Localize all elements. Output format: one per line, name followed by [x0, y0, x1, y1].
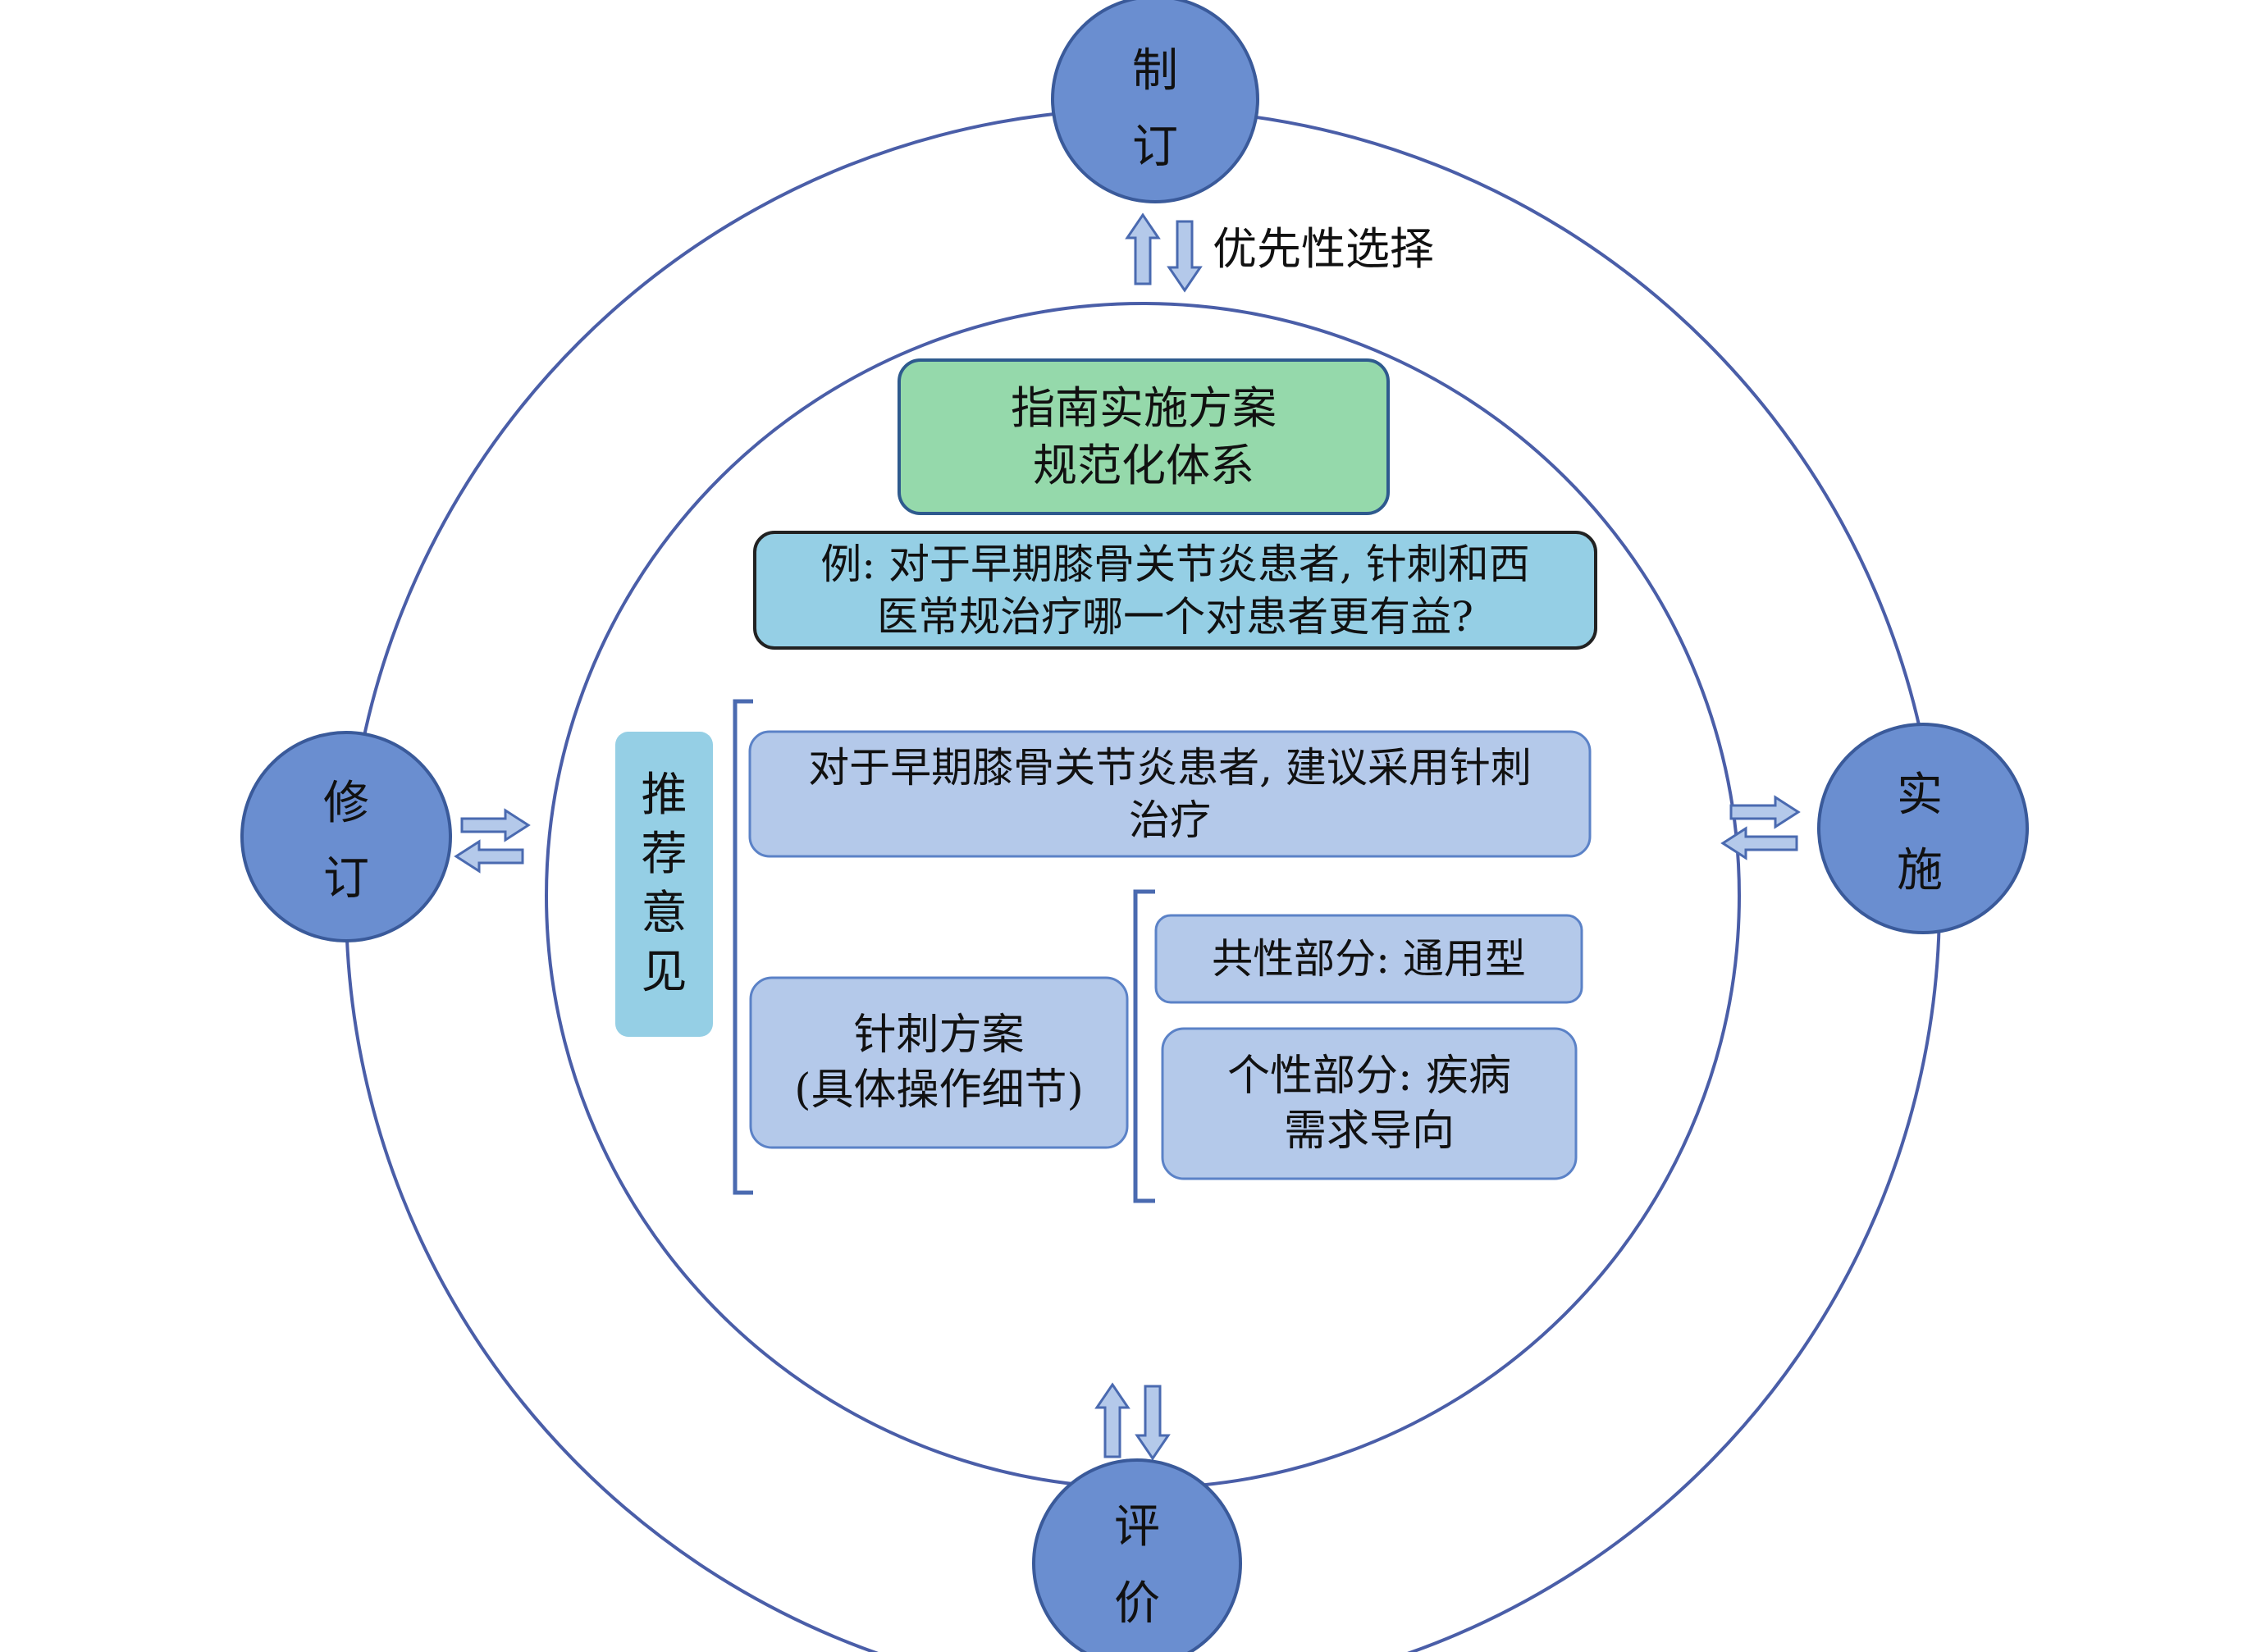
recommendation-label-char-2: 荐 [641, 828, 687, 881]
plan-text: 针刺方案 (具体操作细节) [751, 978, 1127, 1148]
priority-label: 优先性选择 [1213, 223, 1434, 275]
inner-bracket [1133, 889, 1155, 1203]
top-arrow-up [1125, 212, 1161, 285]
recommendation-text-line-1: 对于早期膝骨关节炎患者, 建议采用针刺 [808, 744, 1532, 792]
left-arrow-left [454, 839, 524, 874]
recommendation-label-char-3: 意 [641, 887, 687, 940]
plan-text-line-2: (具体操作细节) [794, 1065, 1084, 1115]
example-text-line-2: 医常规治疗哪一个对患者更有益? [877, 592, 1473, 641]
right-arrows [1720, 795, 1801, 860]
node-top [1051, 0, 1259, 203]
recommendation-box [748, 730, 1592, 858]
common-box [1154, 914, 1583, 1004]
common-text: 共性部分: 通用型 [1212, 935, 1526, 983]
node-top-char-2: 订 [1132, 121, 1178, 174]
left-arrow-right [460, 808, 531, 842]
outer-ring [345, 107, 1941, 1652]
right-arrow-right [1729, 795, 1801, 829]
bottom-arrow-up [1094, 1382, 1130, 1458]
example-text: 例: 对于早期膝骨关节炎患者, 针刺和西 医常规治疗哪一个对患者更有益? [755, 532, 1596, 648]
node-right-char-2: 施 [1897, 844, 1943, 897]
outer-bracket [733, 699, 753, 1195]
plan-box [749, 976, 1129, 1149]
node-left-char-1: 修 [323, 777, 369, 830]
bottom-arrows [1094, 1382, 1171, 1461]
left-arrows [454, 808, 531, 874]
recommendation-label-box [615, 732, 713, 1037]
individual-text: 个性部分: 疾病 需求导向 [1162, 1029, 1576, 1179]
system-box [898, 358, 1390, 515]
node-bottom-char-1: 评 [1114, 1500, 1160, 1554]
node-bottom [1032, 1458, 1242, 1652]
node-right [1817, 723, 2029, 934]
bottom-arrow-down [1135, 1385, 1171, 1461]
system-text-line-1: 指南实施方案 [1011, 382, 1277, 435]
top-arrows [1125, 212, 1203, 293]
node-right-char-1: 实 [1897, 769, 1943, 822]
plan-text-line-1: 针刺方案 [853, 1010, 1025, 1060]
system-text-line-2: 规范化体系 [1033, 439, 1254, 491]
system-text: 指南实施方案 规范化体系 [899, 360, 1388, 513]
top-arrow-down [1167, 220, 1203, 293]
node-left [240, 731, 452, 942]
example-box [753, 531, 1597, 650]
right-arrow-left [1720, 826, 1798, 860]
recommendation-label: 推 荐 意 见 [615, 732, 713, 1037]
recommendation-text: 对于早期膝骨关节炎患者, 建议采用针刺 治疗 [750, 732, 1590, 856]
individual-box [1161, 1027, 1578, 1180]
node-bottom-char-2: 价 [1114, 1577, 1160, 1631]
recommendation-text-line-2: 治疗 [1129, 796, 1211, 844]
individual-text-line-2: 需求导向 [1283, 1106, 1455, 1156]
recommendation-label-char-4: 见 [641, 946, 687, 999]
example-text-line-1: 例: 对于早期膝骨关节炎患者, 针刺和西 [820, 540, 1530, 588]
individual-text-line-1: 个性部分: 疾病 [1226, 1051, 1512, 1101]
recommendation-label-char-1: 推 [641, 769, 687, 822]
node-top-char-1: 制 [1132, 44, 1178, 98]
node-left-char-2: 订 [323, 852, 369, 906]
